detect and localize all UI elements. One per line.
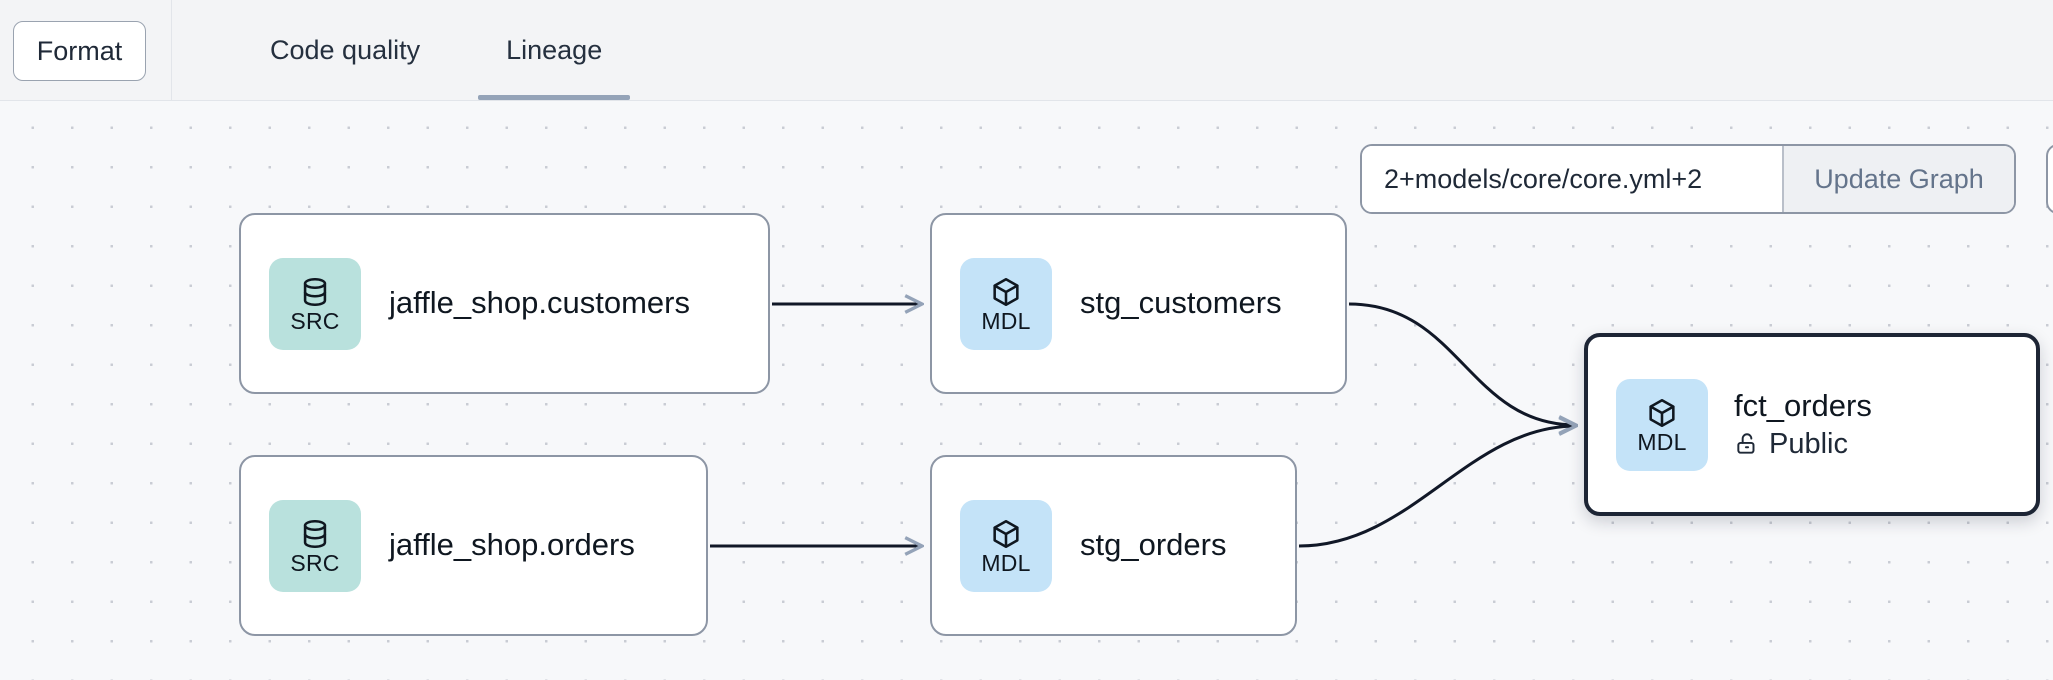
- selector-input[interactable]: [1362, 146, 1782, 212]
- cube-icon: [993, 277, 1019, 306]
- source-badge: SRC: [269, 257, 361, 350]
- node-body: fct_orders Public: [1734, 388, 1872, 461]
- badge-label: SRC: [290, 549, 340, 576]
- database-icon: [303, 519, 327, 548]
- tab-code-quality[interactable]: Code quality: [242, 0, 448, 100]
- badge-label: MDL: [1637, 428, 1687, 455]
- tab-underline-active: [478, 95, 631, 100]
- lineage-node-fct-orders[interactable]: MDL fct_orders Public: [1584, 333, 2040, 516]
- source-badge: SRC: [269, 499, 361, 592]
- lineage-canvas[interactable]: SRC jaffle_shop.customers MDL stg_custom…: [0, 101, 2053, 680]
- tab-lineage[interactable]: Lineage: [478, 0, 631, 100]
- tab-bar: Code quality Lineage: [172, 0, 631, 100]
- unlock-icon: [1737, 433, 1755, 454]
- cube-icon: [993, 519, 1019, 548]
- node-body: stg_orders: [1080, 527, 1226, 564]
- node-title: stg_customers: [1080, 285, 1282, 321]
- graph-side-panel-partial[interactable]: [2046, 144, 2053, 214]
- model-badge: MDL: [1616, 378, 1708, 471]
- format-button-zone: Format: [0, 0, 172, 100]
- node-title: jaffle_shop.orders: [389, 527, 635, 563]
- lineage-node-stg-orders[interactable]: MDL stg_orders: [930, 455, 1297, 636]
- toolbar-header: Format Code quality Lineage: [0, 0, 2053, 101]
- node-body: stg_customers: [1080, 285, 1282, 322]
- lineage-node-jaffle-shop-orders[interactable]: SRC jaffle_shop.orders: [239, 455, 708, 636]
- update-graph-button[interactable]: Update Graph: [1782, 146, 2014, 212]
- badge-label: SRC: [290, 307, 340, 334]
- model-badge: MDL: [960, 257, 1052, 350]
- model-badge: MDL: [960, 499, 1052, 592]
- format-button[interactable]: Format: [13, 21, 146, 81]
- badge-label: MDL: [981, 307, 1031, 334]
- node-title: jaffle_shop.customers: [389, 285, 690, 321]
- node-body: jaffle_shop.customers: [389, 285, 690, 322]
- node-access-label: Public: [1769, 427, 1848, 460]
- graph-selector-toolbar: Update Graph: [1360, 144, 2016, 214]
- node-title: stg_orders: [1080, 527, 1227, 563]
- tab-code-quality-label: Code quality: [270, 34, 421, 65]
- database-icon: [303, 277, 327, 306]
- edge-stg-orders-to-fct-orders: [1298, 426, 1576, 548]
- lineage-node-jaffle-shop-customers[interactable]: SRC jaffle_shop.customers: [239, 213, 770, 394]
- edge-stg-customers-to-fct-orders: [1348, 302, 1576, 425]
- node-title: fct_orders: [1734, 388, 1872, 424]
- lineage-node-stg-customers[interactable]: MDL stg_customers: [930, 213, 1347, 394]
- badge-label: MDL: [981, 549, 1031, 576]
- node-body: jaffle_shop.orders: [389, 527, 635, 564]
- node-access: Public: [1734, 428, 1872, 461]
- tab-lineage-label: Lineage: [506, 34, 603, 65]
- cube-icon: [1649, 398, 1675, 427]
